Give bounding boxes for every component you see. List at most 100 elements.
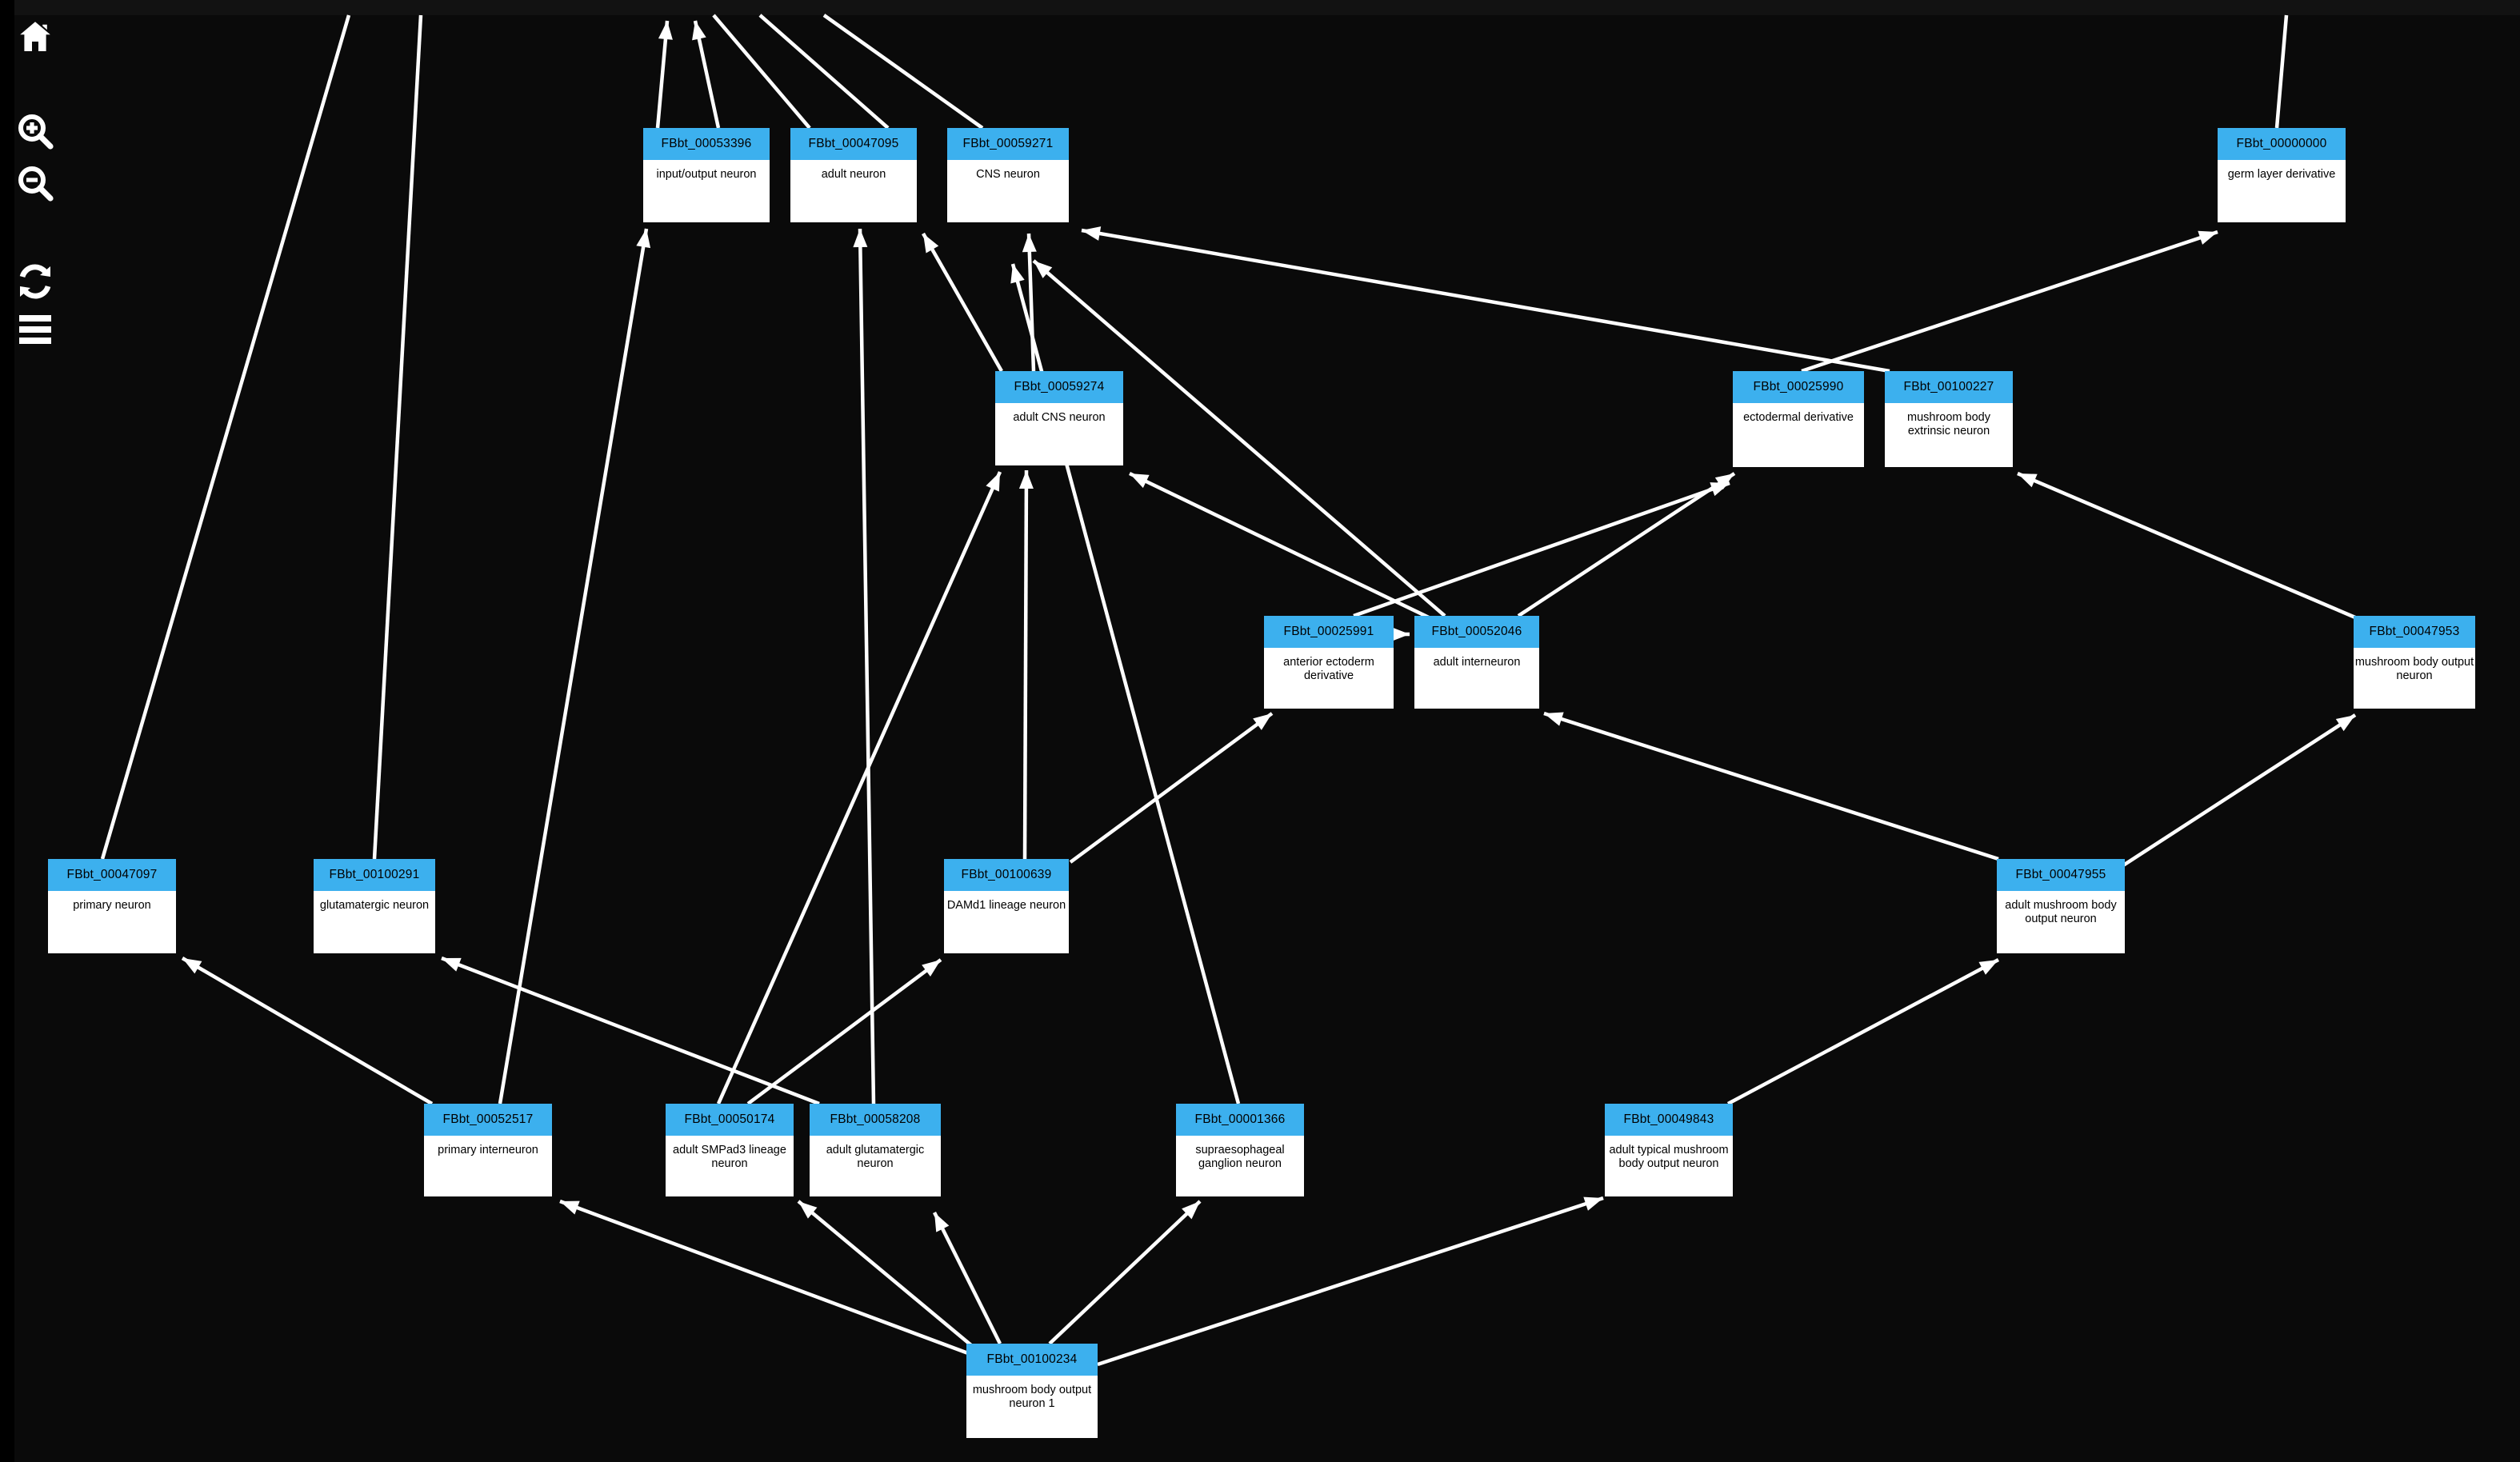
node-label: glutamatergic neuron [314,891,435,953]
node-id-header: FBbt_00047097 [48,859,176,891]
graph-edge [498,228,651,1104]
graph-edge [100,14,351,860]
graph-edge [1543,711,1999,861]
graph-edge [1353,481,1730,618]
graph-edge [692,20,721,129]
node-id-header: FBbt_00047955 [1997,859,2125,891]
refresh-icon[interactable] [16,262,54,301]
graph-edge [1022,233,1037,372]
node-id-header: FBbt_00100227 [1885,371,2013,403]
graph-edge [372,14,423,860]
graph-edge [2017,471,2356,620]
node-label: DAMd1 lineage neuron [944,891,1069,953]
graph-edge [1801,230,2218,373]
node-label: CNS neuron [947,160,1069,222]
graph-edge [2274,14,2289,129]
node-label: adult interneuron [1414,648,1539,709]
node-id-header: FBbt_00049843 [1605,1104,1733,1136]
graph-edge [1129,471,1430,620]
graph-edge [1081,226,1890,373]
menu-icon[interactable] [16,310,54,349]
graph-edge [932,1211,1002,1345]
node-id-header: FBbt_00058208 [810,1104,941,1136]
graph-edge [758,14,890,130]
node-id-header: FBbt_00100291 [314,859,435,891]
node-id-header: FBbt_00100234 [966,1344,1098,1376]
toolbar [0,0,72,368]
node-label: adult neuron [790,160,917,222]
graph-edge [655,20,673,129]
node-id-header: FBbt_00059274 [995,371,1123,403]
node-id-header: FBbt_00025991 [1264,616,1394,648]
zoom-out-icon[interactable] [16,164,54,202]
graph-edge [822,14,984,130]
node-label: input/output neuron [643,160,770,222]
graph-edge [716,471,1002,1104]
graph-edge [1069,712,1274,864]
node-label: primary interneuron [424,1136,552,1196]
node-id-header: FBbt_00052046 [1414,616,1539,648]
graph-edge [2122,713,2357,867]
graph-edge [1018,469,1034,860]
graph-edge [1517,472,1736,617]
zoom-in-icon[interactable] [16,112,54,150]
left-gutter [0,0,14,1462]
node-id-header: FBbt_00047953 [2354,616,2475,648]
graph-edge [797,1200,973,1347]
home-icon[interactable] [16,18,54,56]
node-label: primary neuron [48,891,176,953]
graph-edge [559,1199,969,1356]
node-id-header: FBbt_00001366 [1176,1104,1304,1136]
graph-edge [181,957,434,1105]
node-id-header: FBbt_00100639 [944,859,1069,891]
node-label: germ layer derivative [2218,160,2346,222]
graph-edge [1032,259,1446,617]
node-label: ectodermal derivative [1733,403,1864,467]
node-id-header: FBbt_00000000 [2218,128,2346,160]
graph-edge [746,958,942,1105]
graph-edge [712,14,811,130]
graph-edge [441,956,820,1106]
top-gutter [0,0,2520,15]
graph-edge [922,232,1003,373]
graph-edge [1048,1200,1202,1345]
graph-edge [853,228,876,1104]
node-id-header: FBbt_00053396 [643,128,770,160]
node-id-header: FBbt_00050174 [666,1104,794,1136]
node-id-header: FBbt_00025990 [1733,371,1864,403]
graph-edge [1726,958,2000,1105]
node-id-header: FBbt_00052517 [424,1104,552,1136]
node-label: adult CNS neuron [995,403,1123,465]
graph-edge [1097,1196,1604,1367]
